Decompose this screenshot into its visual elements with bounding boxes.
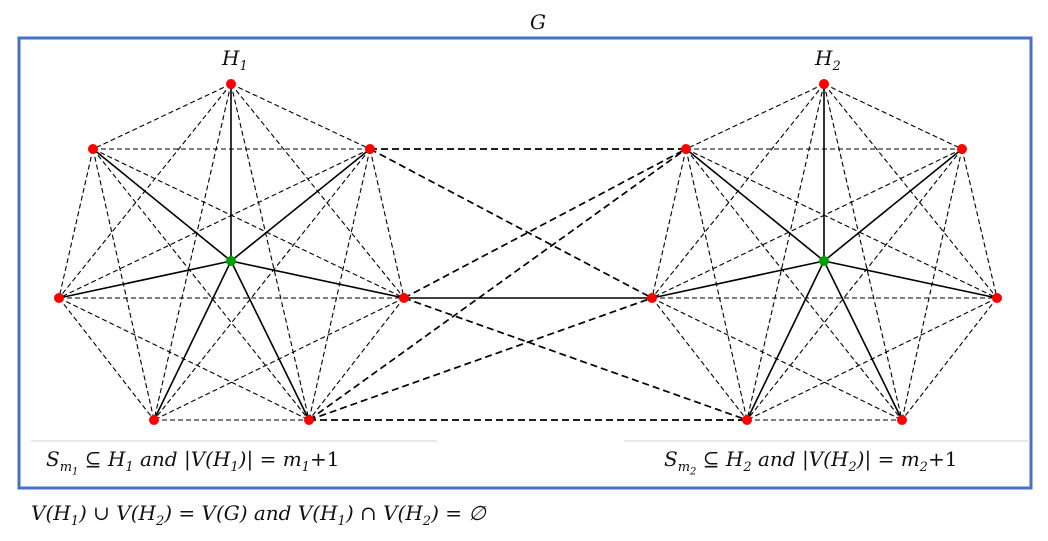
vertex: [742, 415, 752, 425]
subgraph-h2-edges: [651, 83, 998, 421]
vertex: [149, 415, 159, 425]
subgraph-h2-label: H2: [815, 46, 841, 74]
vertex: [365, 144, 375, 154]
vertex: [54, 293, 64, 303]
vertex: [647, 293, 657, 303]
center-vertex: [226, 256, 236, 266]
vertex: [399, 293, 409, 303]
graph-g-frame: [17, 36, 1033, 490]
vertex: [992, 293, 1002, 303]
vertices: [54, 79, 1002, 425]
graph-g-label: G: [530, 10, 546, 34]
vertex: [819, 79, 829, 89]
vertex: [957, 144, 967, 154]
cross-edges: [308, 148, 748, 421]
vertex: [226, 79, 236, 89]
vertex: [304, 415, 314, 425]
subgraph-h2-note: Sm2 ⊆ H2 and |V(H2)| = m2+1: [664, 447, 958, 478]
subgraph-h1-label: H1: [222, 46, 248, 74]
subgraph-h1-note: Sm1 ⊆ H1 and |V(H1)| = m1+1: [46, 447, 340, 478]
center-vertex: [819, 256, 829, 266]
vertex: [681, 144, 691, 154]
vertex-set-relation: V(H1) ∪ V(H2) = V(G) and V(H1) ∩ V(H2) =…: [31, 501, 486, 529]
vertex: [897, 415, 907, 425]
vertex: [88, 144, 98, 154]
subgraph-h1-edges: [58, 83, 405, 421]
